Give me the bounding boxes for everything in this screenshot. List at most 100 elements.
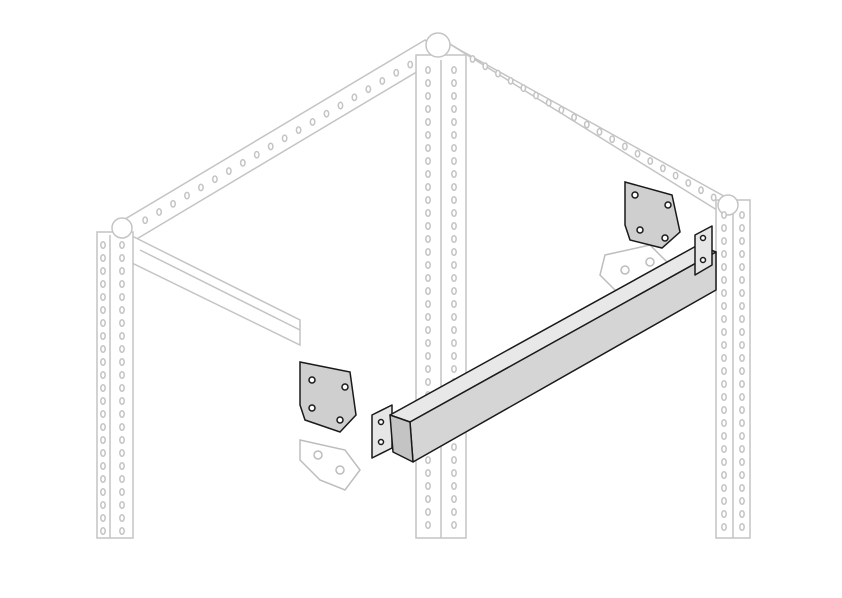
perforation-hole xyxy=(425,235,431,243)
perforation-hole xyxy=(721,497,727,505)
perforation-hole xyxy=(100,514,106,522)
perforation-hole xyxy=(119,241,125,249)
perforation-hole xyxy=(451,365,457,373)
perforation-hole xyxy=(393,68,400,77)
perforation-hole xyxy=(425,196,431,204)
perforation-hole xyxy=(119,397,125,405)
perforation-hole xyxy=(323,109,330,118)
perforation-hole xyxy=(425,261,431,269)
perforation-hole xyxy=(494,69,501,78)
right-corner-node xyxy=(717,194,739,216)
perforation-hole xyxy=(100,384,106,392)
perforation-hole xyxy=(425,521,431,529)
perforation-hole xyxy=(451,235,457,243)
perforation-hole xyxy=(100,280,106,288)
perforation-hole xyxy=(451,79,457,87)
perforation-hole xyxy=(100,371,106,379)
perforation-hole xyxy=(119,371,125,379)
perforation-hole xyxy=(739,471,745,479)
perforation-hole xyxy=(425,495,431,503)
perforation-hole xyxy=(721,523,727,531)
perforation-hole xyxy=(507,76,514,85)
perforation-hole xyxy=(451,495,457,503)
perforation-hole xyxy=(739,224,745,232)
perforation-hole xyxy=(425,144,431,152)
perforation-hole xyxy=(425,313,431,321)
perforations xyxy=(100,55,745,535)
perforation-hole xyxy=(119,410,125,418)
perforation-hole xyxy=(451,118,457,126)
perforation-hole xyxy=(425,365,431,373)
perforation-hole xyxy=(100,241,106,249)
perforation-hole xyxy=(739,523,745,531)
perforation-hole xyxy=(721,302,727,310)
perforation-hole xyxy=(451,248,457,256)
perforation-hole xyxy=(425,326,431,334)
perforation-hole xyxy=(156,208,163,216)
perforation-hole xyxy=(451,196,457,204)
perforation-hole xyxy=(119,475,125,483)
perforation-hole xyxy=(119,280,125,288)
perforation-hole xyxy=(739,393,745,401)
perforation-hole xyxy=(451,274,457,282)
perforation-hole xyxy=(451,131,457,139)
perforation-hole xyxy=(100,254,106,262)
perforation-hole xyxy=(119,319,125,327)
perforation-hole xyxy=(739,354,745,362)
perforation-hole xyxy=(119,514,125,522)
perforation-hole xyxy=(100,267,106,275)
perforation-hole xyxy=(710,193,717,202)
perforation-hole xyxy=(198,183,204,192)
perforation-hole xyxy=(379,76,386,85)
perforation-hole xyxy=(739,211,745,219)
left-post xyxy=(96,231,134,539)
perforation-hole xyxy=(739,497,745,505)
perforation-hole xyxy=(119,267,125,275)
perforation-hole xyxy=(119,449,125,457)
perforation-hole xyxy=(596,127,603,136)
perforation-hole xyxy=(267,142,274,151)
perforation-hole xyxy=(119,436,125,444)
perforation-hole xyxy=(253,150,260,159)
perforation-hole xyxy=(184,191,190,200)
perforation-hole xyxy=(451,66,457,74)
cabinet-frame xyxy=(96,32,751,539)
perforation-hole xyxy=(739,289,745,297)
perforation-hole xyxy=(739,432,745,440)
perforation-hole xyxy=(425,469,431,477)
crossbar xyxy=(371,225,717,463)
perforation-hole xyxy=(451,469,457,477)
perforation-hole xyxy=(119,527,125,535)
perforation-hole xyxy=(571,113,578,122)
perforation-hole xyxy=(583,120,590,129)
perforation-hole xyxy=(451,209,457,217)
perforation-hole xyxy=(721,354,727,362)
perforation-hole xyxy=(451,170,457,178)
perforation-hole xyxy=(225,167,232,175)
perforation-hole xyxy=(100,423,106,431)
perforation-hole xyxy=(119,423,125,431)
perforation-hole xyxy=(739,484,745,492)
perforation-hole xyxy=(685,178,692,187)
perforation-hole xyxy=(520,84,527,93)
perforation-hole xyxy=(721,289,727,297)
perforation-hole xyxy=(100,293,106,301)
perforation-hole xyxy=(100,488,106,496)
perforation-hole xyxy=(425,183,431,191)
perforation-hole xyxy=(739,458,745,466)
perforation-hole xyxy=(425,339,431,347)
perforation-hole xyxy=(309,117,316,126)
perforation-hole xyxy=(119,293,125,301)
crossbar-end-plate-left xyxy=(371,404,393,459)
left-side-rail xyxy=(129,233,301,347)
perforation-hole xyxy=(425,248,431,256)
perforation-hole xyxy=(739,510,745,518)
perforation-hole xyxy=(100,345,106,353)
perforation-hole xyxy=(721,380,727,388)
perforation-hole xyxy=(451,144,457,152)
perforation-hole xyxy=(451,105,457,113)
perforation-hole xyxy=(119,501,125,509)
mounting-bracket-left xyxy=(299,361,357,433)
perforation-hole xyxy=(451,222,457,230)
perforation-hole xyxy=(739,328,745,336)
